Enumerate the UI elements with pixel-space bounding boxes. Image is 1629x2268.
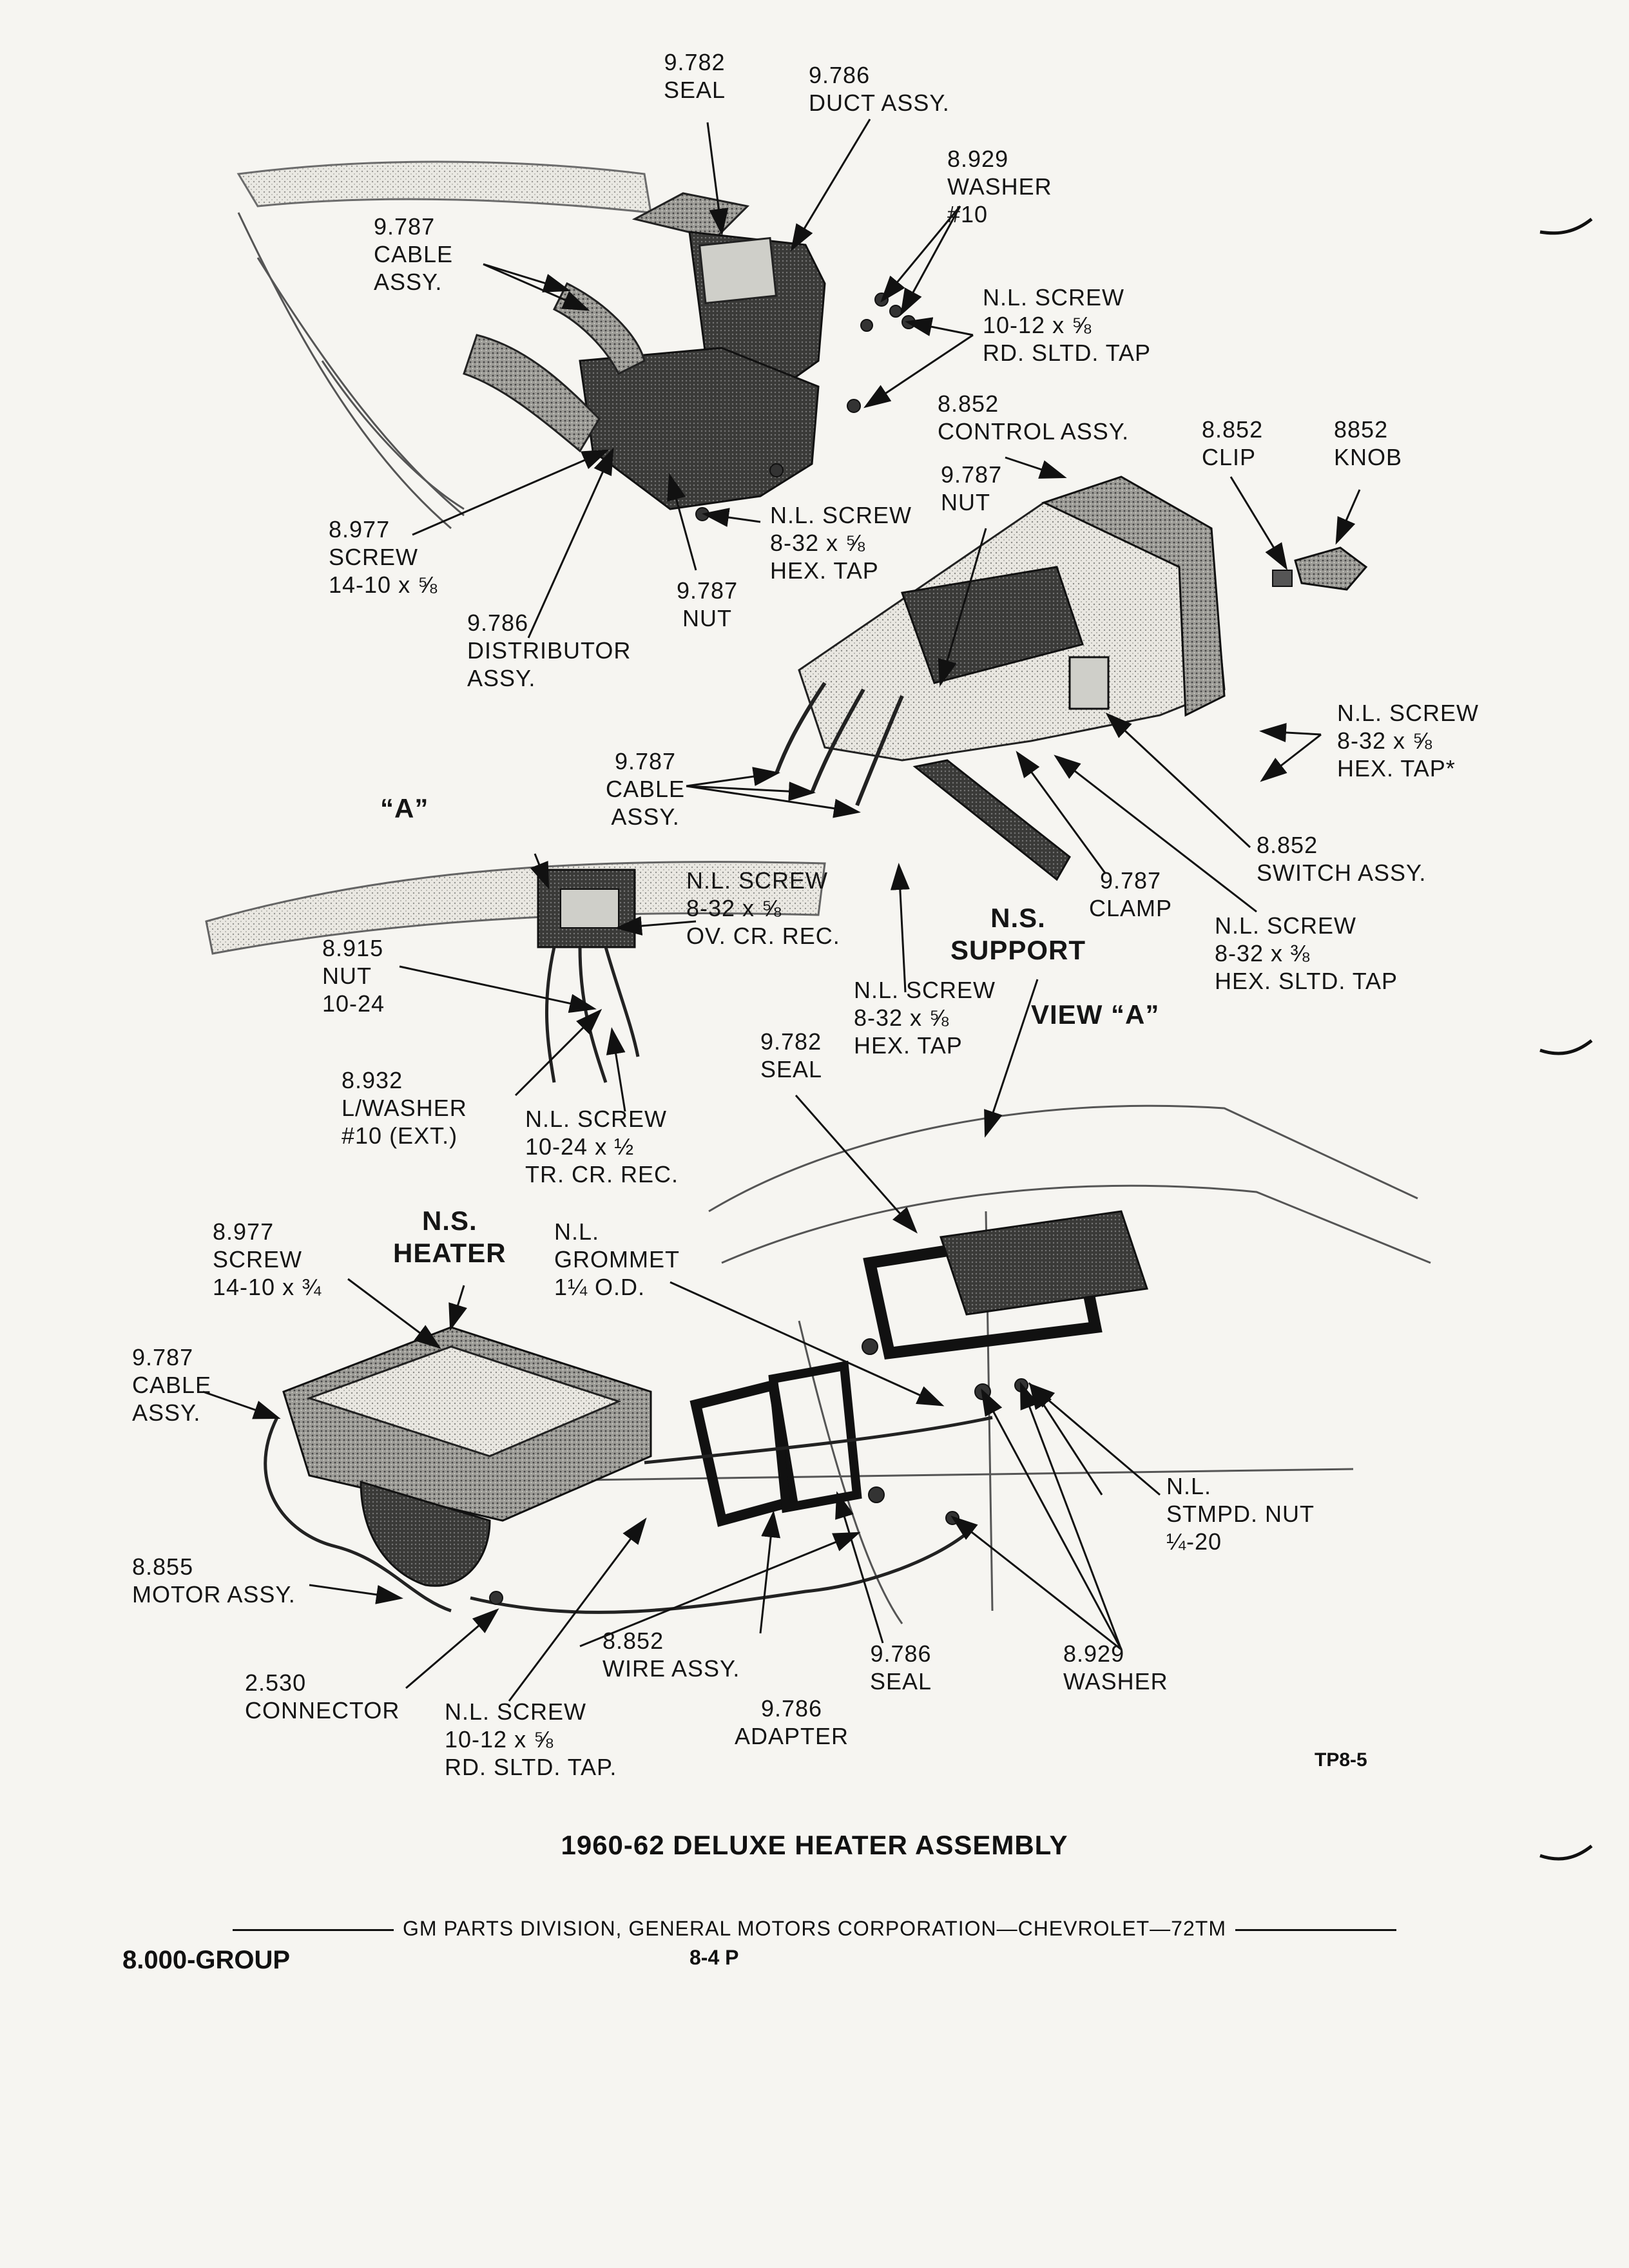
label-wire-assy: 8.852 WIRE ASSY. (602, 1628, 740, 1682)
label-nut-control: 9.787 NUT (941, 461, 1003, 515)
heater-case-drawing (282, 1326, 652, 1587)
label-screw-14-10-34: 8.977 SCREW 14-10 x ¾ (213, 1218, 322, 1300)
footer-rule-right (1235, 1929, 1396, 1932)
label-lock-washer: 8.932 L/WASHER #10 (EXT.) (342, 1067, 467, 1149)
callout-leader-lines (202, 119, 1361, 1702)
support-bracket-drawing (912, 759, 1071, 881)
label-cable-assy-mid: 9.787 CABLE ASSY. (606, 748, 686, 830)
label-clamp: 9.787 CLAMP (1089, 867, 1173, 921)
label-view-a: VIEW “A” (1031, 999, 1160, 1030)
label-cable-assy-top: 9.787 CABLE ASSY. (374, 213, 454, 295)
label-cable-assy-low: 9.787 CABLE ASSY. (132, 1344, 212, 1426)
label-screw-8-32-hex-top: N.L. SCREW 8-32 x ⅝ HEX. TAP (770, 502, 912, 584)
label-screw-rd-sltd-top: N.L. SCREW 10-12 x ⅝ RD. SLTD. TAP (983, 284, 1152, 366)
label-screw-8-32-hex-right: N.L. SCREW 8-32 x ⅝ HEX. TAP* (1337, 700, 1480, 782)
footer-division-line: GM PARTS DIVISION, GENERAL MOTORS CORPOR… (0, 1917, 1629, 1941)
label-control-assy: 8.852 CONTROL ASSY. (938, 390, 1130, 445)
label-screw-ov-cr-rec: N.L. SCREW 8-32 x ⅝ OV. CR. REC. (686, 867, 840, 949)
label-distributor-assy: 9.786 DISTRIBUTOR ASSY. (467, 610, 631, 691)
wire-and-cable-lower-drawing (264, 1416, 993, 1614)
footer-page-number: 8-4 P (689, 1946, 739, 1969)
label-detail-callout-a: “A” (380, 793, 429, 823)
label-washer-10-top: 8.929 WASHER #10 (947, 146, 1052, 227)
label-seal-top: 9.782 SEAL (664, 49, 726, 103)
control-assembly-drawing (798, 476, 1368, 762)
label-washer-low: 8.929 WASHER (1063, 1640, 1168, 1695)
label-duct-assy: 9.786 DUCT ASSY. (809, 62, 950, 116)
label-motor-assy: 8.855 MOTOR ASSY. (132, 1553, 296, 1608)
dash-panel-outline-top (236, 160, 652, 530)
binder-margin-marks (1539, 218, 1593, 1861)
label-connector: 2.530 CONNECTOR (245, 1669, 400, 1724)
label-screw-8-32-hex-mid: N.L. SCREW 8-32 x ⅝ HEX. TAP (854, 977, 996, 1059)
control-cables-drawing (775, 682, 904, 807)
label-grommet: N.L. GROMMET 1¼ O.D. (554, 1218, 680, 1300)
figure-number: TP8-5 (1315, 1749, 1367, 1771)
footer-division-text: GM PARTS DIVISION, GENERAL MOTORS CORPOR… (403, 1917, 1226, 1940)
label-switch-assy: 8.852 SWITCH ASSY. (1257, 832, 1427, 886)
label-adapter: 9.786 ADAPTER (735, 1695, 849, 1749)
label-knob: 8852 KNOB (1334, 416, 1403, 470)
label-nut-10-24: 8.915 NUT 10-24 (322, 935, 385, 1017)
label-seal-lower: 9.782 SEAL (760, 1028, 823, 1082)
adapter-and-seal-drawing (689, 1210, 1148, 1527)
label-ns-heater: N.S. HEATER (393, 1206, 506, 1268)
diagram-title: 1960-62 DELUXE HEATER ASSEMBLY (561, 1830, 1068, 1860)
label-screw-hex-sltd: N.L. SCREW 8-32 x ⅜ HEX. SLTD. TAP (1215, 912, 1398, 994)
label-nut-distributor: 9.787 NUT (677, 577, 738, 631)
label-screw-rd-sltd-low: N.L. SCREW 10-12 x ⅝ RD. SLTD. TAP. (445, 1698, 617, 1780)
footer-group: 8.000-GROUP (122, 1946, 291, 1974)
label-stmpd-nut: N.L. STMPD. NUT ¼-20 (1166, 1473, 1315, 1555)
label-screw-14-10-58: 8.977 SCREW 14-10 x ⅝ (329, 516, 438, 598)
label-screw-tr-cr-rec: N.L. SCREW 10-24 x ½ TR. CR. REC. (525, 1106, 679, 1187)
label-clip: 8.852 CLIP (1202, 416, 1264, 470)
label-seal-adapter: 9.786 SEAL (870, 1640, 932, 1695)
label-ns-support: N.S. SUPPORT (950, 903, 1086, 965)
footer-rule-left (233, 1929, 394, 1932)
